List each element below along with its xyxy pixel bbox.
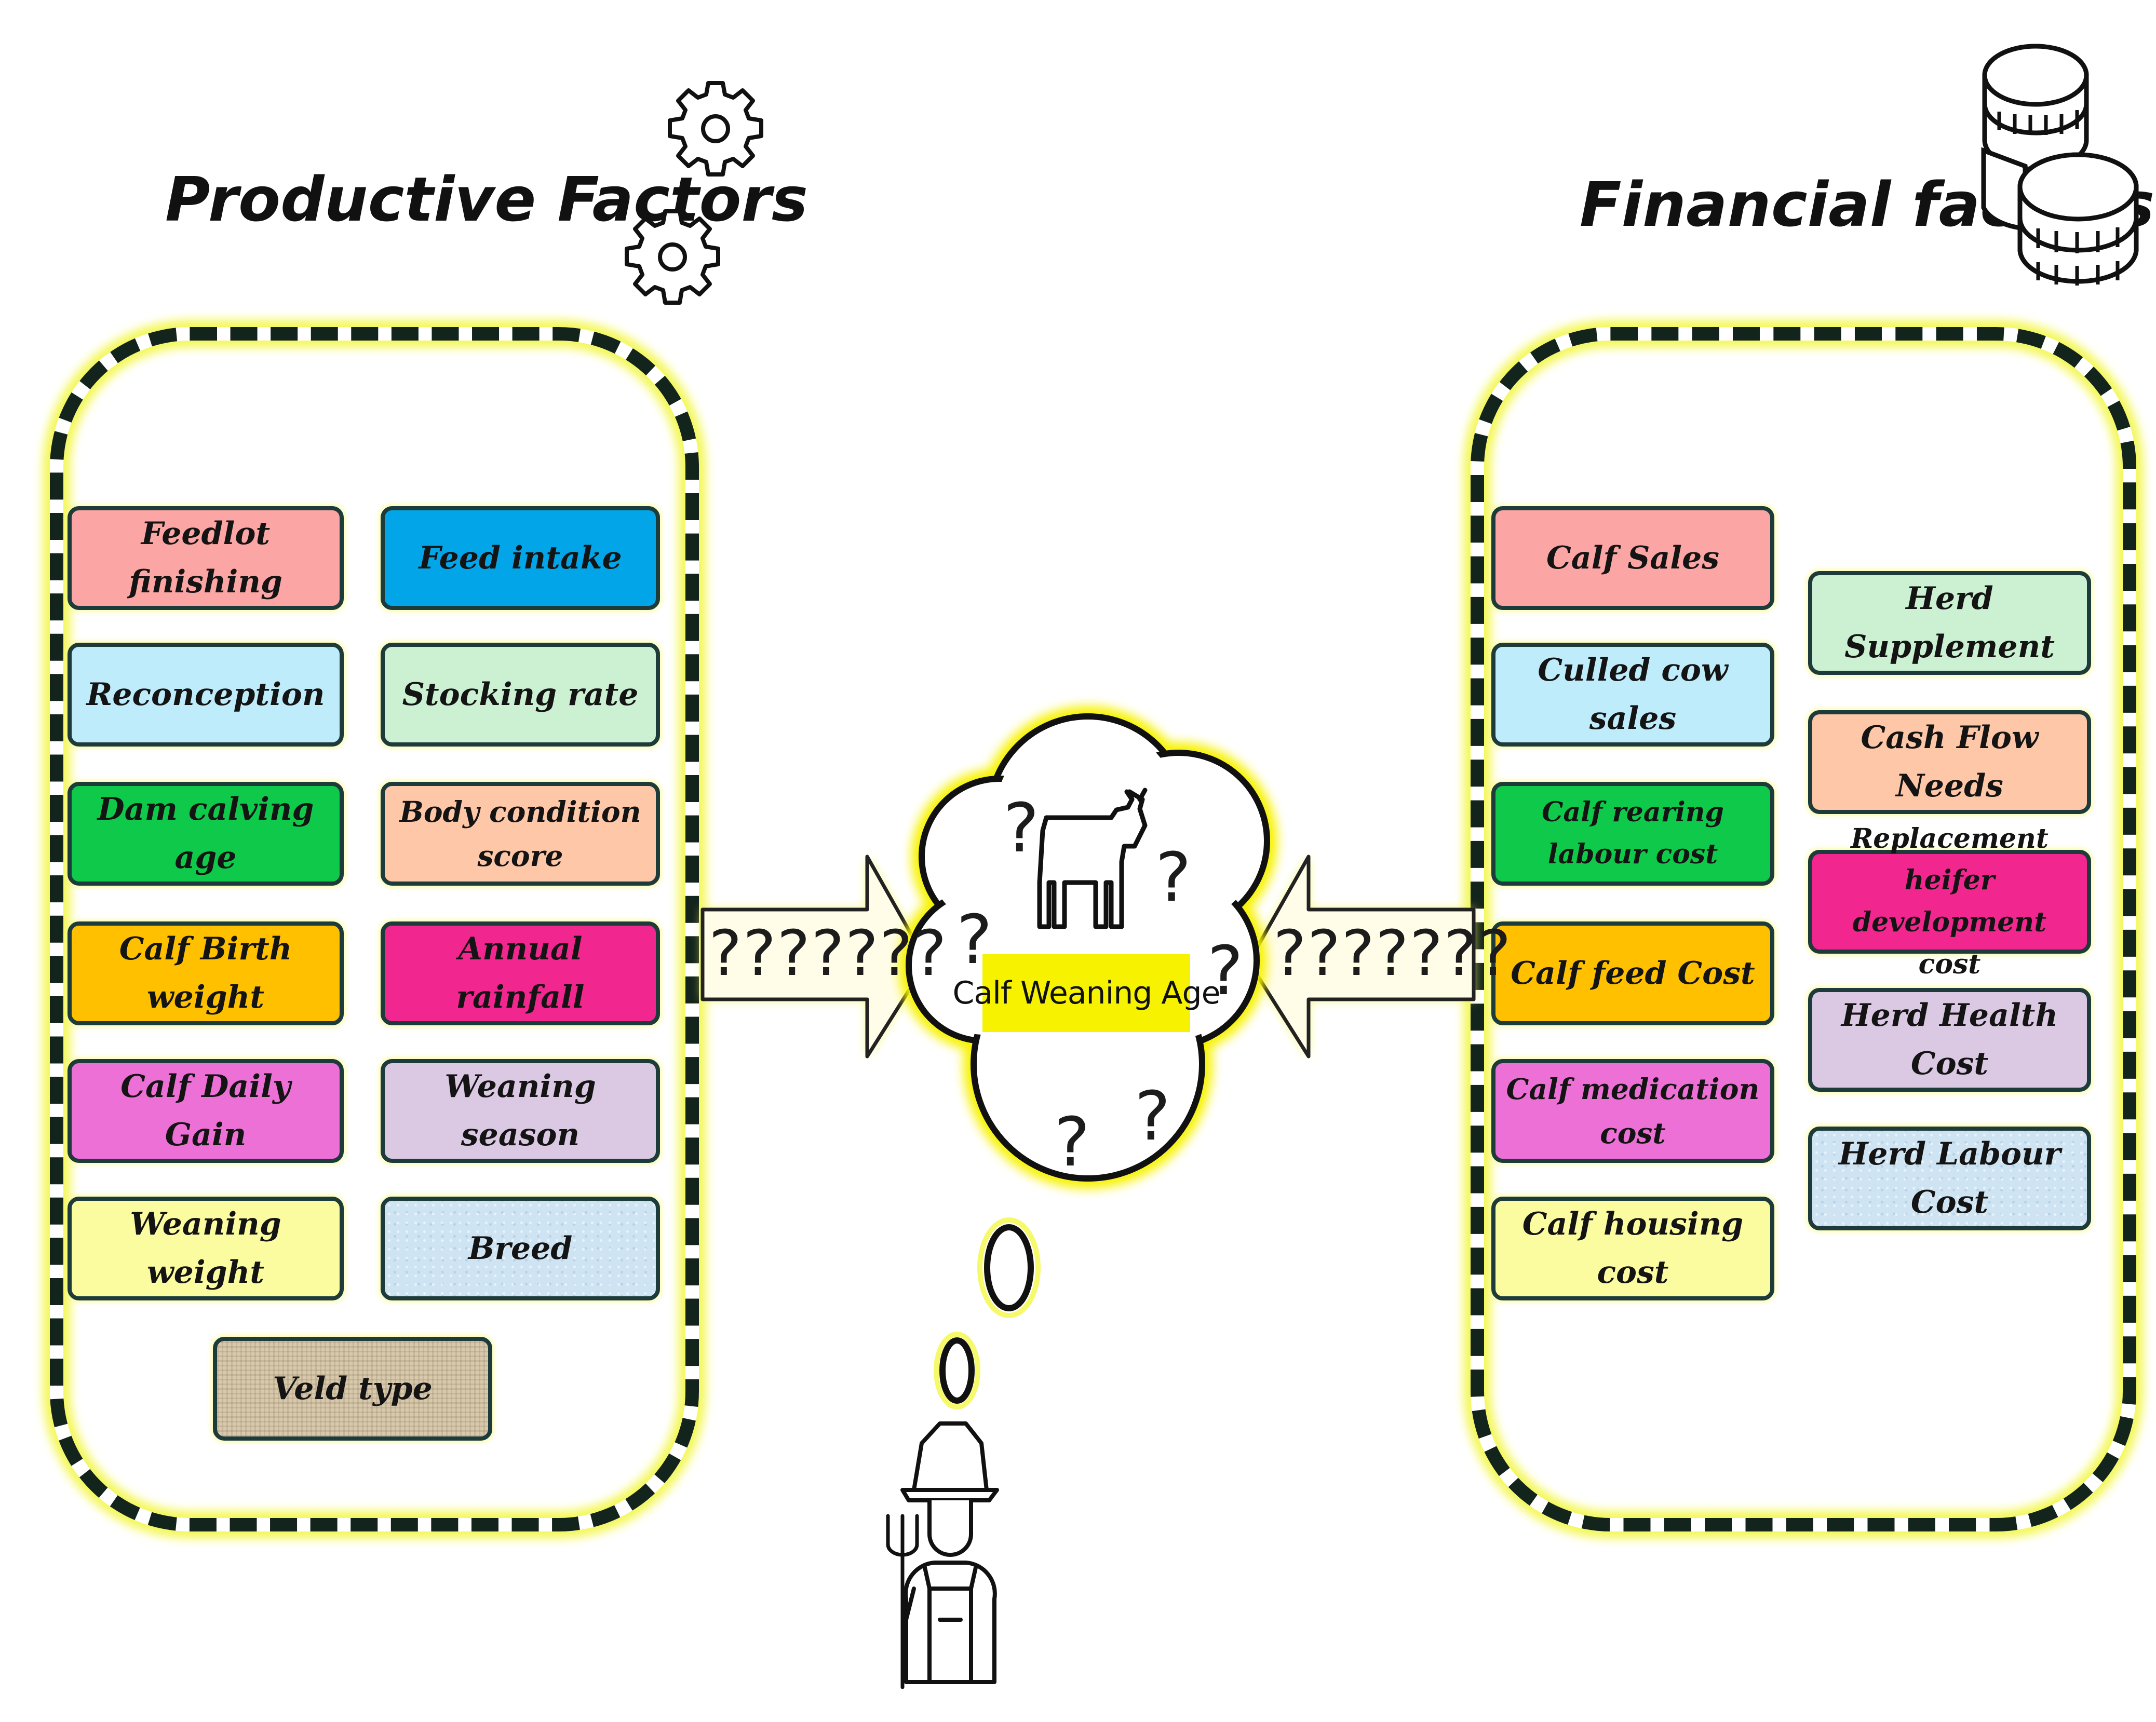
calf-weaning-age-label: Calf Weaning Age — [953, 954, 1220, 1032]
factor-weaning-weight: Weaning weight — [68, 1197, 344, 1300]
factor-weaning-season: Weaning season — [381, 1059, 660, 1163]
factor-veld-type: Veld type — [213, 1337, 492, 1441]
factor-reconception: Reconception — [68, 643, 344, 747]
factor-calf-housing-cost: Calf housing cost — [1491, 1197, 1774, 1300]
cloud-question-mark: ? — [1003, 789, 1040, 867]
factor-feed-intake: Feed intake — [381, 506, 660, 610]
cloud-question-mark: ? — [1207, 931, 1244, 1010]
cloud-question-mark: ? — [1155, 838, 1192, 917]
factor-herd-labour-cost: Herd Labour Cost — [1808, 1127, 2091, 1230]
factor-calf-feed-cost: Calf feed Cost — [1491, 921, 1774, 1025]
right-arrow — [1247, 855, 1476, 1059]
left-arrow — [700, 855, 929, 1059]
factor-breed: Breed — [381, 1197, 660, 1300]
cow-icon — [1037, 788, 1148, 929]
coin-stack-icon — [1981, 44, 2139, 286]
right-arrow-question-marks: ??????? — [1273, 918, 1512, 990]
factor-culled-cow-sales: Culled cow sales — [1491, 643, 1774, 747]
factor-calf-sales: Calf Sales — [1491, 506, 1774, 610]
gear-icon — [625, 81, 763, 305]
factor-herd-supplement: Herd Supplement — [1808, 571, 2091, 675]
factor-feedlot-finishing: Feedlot finishing — [68, 506, 344, 610]
thought-cloud-icon — [898, 706, 1277, 1409]
left-arrow-question-marks: ??????? — [709, 918, 948, 990]
factor-calf-daily-gain: Calf Daily Gain — [68, 1059, 344, 1163]
cloud-question-mark: ? — [1054, 1103, 1091, 1182]
factor-calf-medication-cost: Calf medication cost — [1491, 1059, 1774, 1163]
factor-herd-health-cost: Herd Health Cost — [1808, 988, 2091, 1092]
factor-dam-calving-age: Dam calving age — [68, 782, 344, 886]
factor-calf-rearing-labour-cost: Calf rearing labour cost — [1491, 782, 1774, 886]
farmer-icon — [886, 1421, 999, 1689]
factor-annual-rainfall: Annual rainfall — [381, 921, 660, 1025]
factor-body-condition-score: Body condition score — [381, 782, 660, 886]
factor-calf-birth-weight: Calf Birth weight — [68, 921, 344, 1025]
factor-cash-flow-needs: Cash Flow Needs — [1808, 710, 2091, 814]
cloud-question-mark: ? — [1135, 1077, 1171, 1156]
factor-stocking-rate: Stocking rate — [381, 643, 660, 747]
